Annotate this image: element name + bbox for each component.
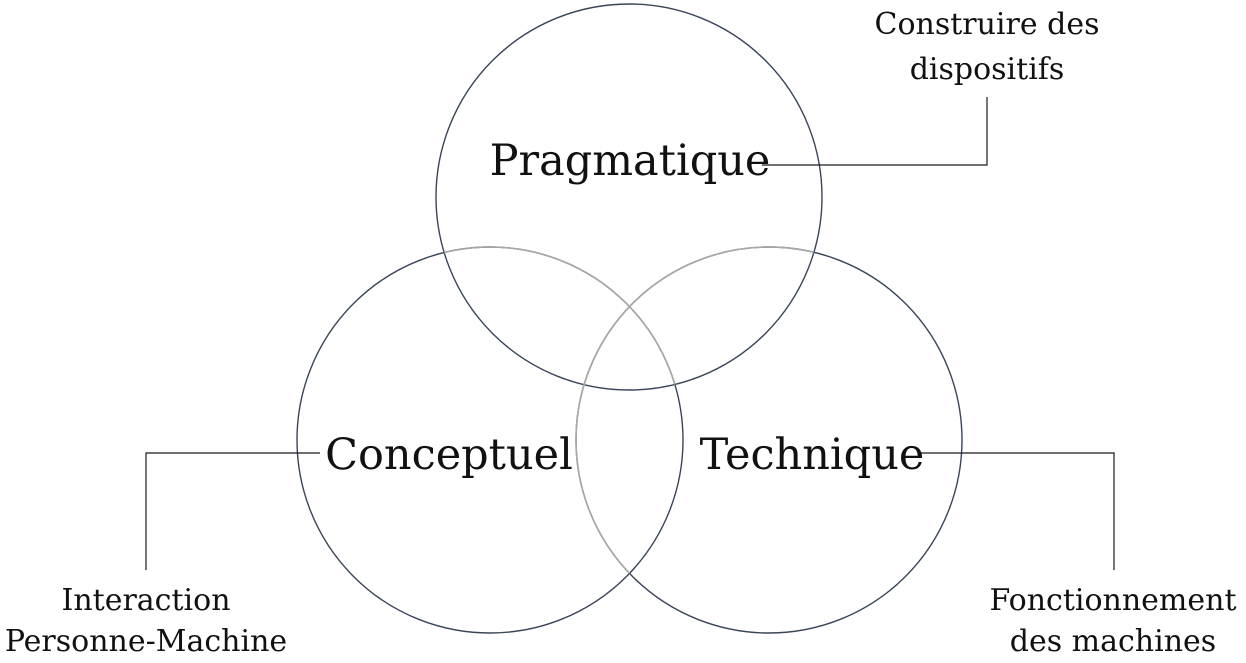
technique-label: Technique	[700, 430, 925, 480]
pragmatique-annotation-line-2: dispositifs	[910, 52, 1065, 87]
pragmatique-annotation-line-1: Construire des	[874, 7, 1099, 42]
technique-leader	[918, 452, 1115, 570]
conceptuel-annotation-line-2: Personne-Machine	[5, 624, 287, 659]
technique-arc-in-pragmatique	[575, 246, 822, 390]
pragmatique-circle	[435, 3, 823, 391]
conceptuel-label: Conceptuel	[325, 430, 573, 480]
technique-arc-in-conceptuel	[575, 247, 683, 633]
pragmatique-leader	[762, 97, 988, 166]
conceptuel-annotation-line-1: Interaction	[61, 583, 230, 618]
conceptuel-leader	[145, 452, 320, 570]
technique-annotation-line-2: des machines	[1010, 624, 1216, 659]
technique-annotation-line-1: Fonctionnement	[989, 583, 1236, 618]
pragmatique-label: Pragmatique	[490, 136, 771, 186]
conceptuel-arc-in-pragmatique	[436, 246, 684, 390]
overlap-arcs	[436, 246, 822, 633]
